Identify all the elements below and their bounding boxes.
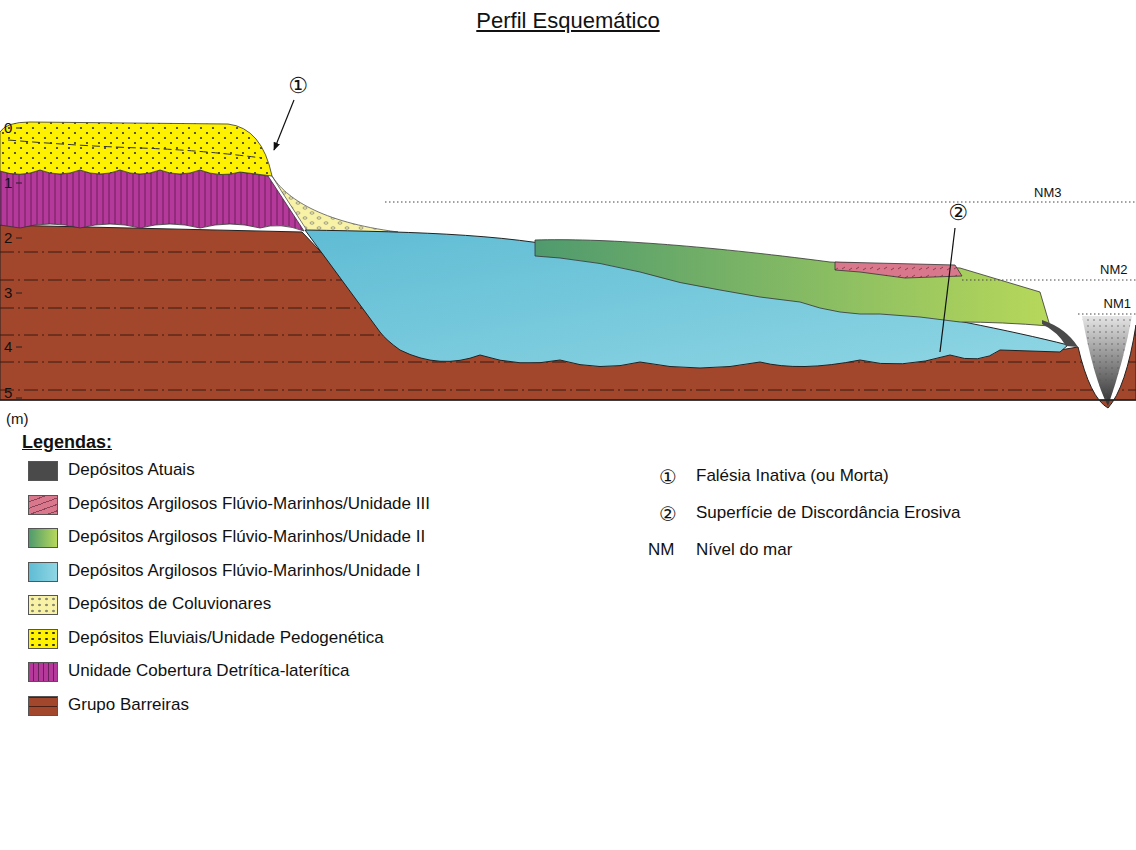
legend-text: Depósitos Eluviais/Unidade Pedogenética — [68, 628, 384, 648]
sea-level-label: NM2 — [1100, 263, 1127, 278]
legend-symbol: NM — [648, 540, 674, 560]
pedogenic-line — [8, 140, 262, 158]
legend-text: Grupo Barreiras — [68, 695, 189, 715]
depth-value: 4 — [4, 338, 12, 355]
legend-text: Nível do mar — [696, 540, 792, 560]
depth-value: 5 — [4, 384, 12, 401]
legend-swatch — [28, 629, 58, 649]
colluvium — [272, 176, 398, 232]
depth-value: 1 — [4, 174, 12, 191]
legend-swatch — [28, 461, 58, 481]
fluvio-marine-unit-3 — [835, 262, 962, 278]
depth-value: 0 — [4, 119, 12, 136]
title: Perfil Esquemático — [476, 8, 659, 33]
legend-text: Unidade Cobertura Detrítica-laterítica — [68, 661, 350, 681]
sea-level-label: NM3 — [1034, 186, 1061, 201]
legend-text: Falésia Inativa (ou Morta) — [696, 466, 889, 486]
barreiras-unit — [0, 225, 1136, 408]
legend-symbol: ② — [659, 503, 677, 526]
legend-text: Depósitos Argilosos Flúvio-Marinhos/Unid… — [68, 527, 425, 547]
callout-number: ① — [288, 73, 308, 98]
sea-level-label: NM1 — [1104, 297, 1131, 312]
legend-swatch — [28, 562, 58, 582]
unconformity-leader — [940, 228, 955, 352]
lateritic-cover — [0, 170, 304, 231]
sea-level-2 — [962, 280, 1136, 281]
callout-number: ② — [948, 200, 968, 225]
channel-dots — [1082, 316, 1132, 406]
legend-text: Depósitos Argilosos Flúvio-Marinhos/Unid… — [68, 561, 420, 581]
eluvial-unit — [0, 122, 272, 176]
sea-level-1 — [1078, 314, 1136, 315]
fluvio-marine-unit-1 — [305, 230, 1068, 368]
current-deposit — [1042, 320, 1078, 347]
cliff-leader — [274, 100, 294, 150]
legend-text: Superfície de Discordância Erosiva — [696, 503, 961, 523]
legend-symbol: ① — [659, 466, 677, 489]
legend-swatch — [28, 595, 58, 615]
fluvio-marine-unit-2 — [535, 240, 1050, 326]
legend-heading: Legendas: — [22, 432, 112, 453]
depth-value: 2 — [4, 229, 12, 246]
legend-swatch — [28, 528, 58, 548]
base-line — [0, 399, 1136, 401]
depth-value: 3 — [4, 284, 12, 301]
legend-text: Depósitos Atuais — [68, 460, 195, 480]
legend-text: Depósitos de Coluvionares — [68, 594, 271, 614]
depth-ticks — [16, 128, 22, 398]
legend-swatch — [28, 696, 58, 716]
legend-swatch — [28, 662, 58, 682]
legend-swatch — [28, 495, 58, 515]
sea-level-3 — [385, 202, 1136, 203]
legend-text: Depósitos Argilosos Flúvio-Marinhos/Unid… — [68, 494, 430, 514]
channel-deposit — [1082, 316, 1132, 406]
depth-unit: (m) — [6, 410, 29, 427]
